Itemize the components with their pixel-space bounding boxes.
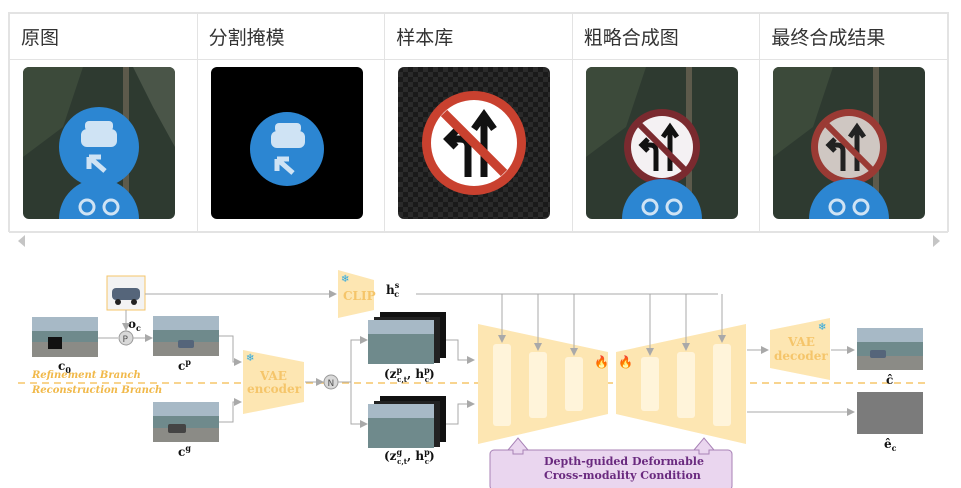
snowflake-icon: ❄ bbox=[341, 274, 349, 285]
condition-line1: Depth-guided Deformable bbox=[544, 455, 704, 468]
sample-image bbox=[398, 67, 551, 219]
pipeline-diagram: Refinement Branch Reconstruction Branch … bbox=[18, 262, 928, 488]
label-c0: c0 bbox=[58, 359, 71, 375]
snowflake-icon: ❄ bbox=[246, 353, 254, 364]
input-image-cg bbox=[153, 402, 219, 442]
header-sample-library: 样本库 bbox=[384, 13, 573, 60]
latent-stack-top bbox=[368, 312, 446, 364]
scroll-left-icon[interactable] bbox=[18, 235, 25, 247]
object-crop-image bbox=[106, 275, 146, 311]
condition-arrow-right bbox=[692, 437, 716, 455]
final-result-image bbox=[773, 67, 926, 219]
cell-mask bbox=[196, 59, 386, 233]
label-cp: cp bbox=[178, 357, 191, 373]
label-cg: cg bbox=[178, 443, 191, 459]
input-image-c0 bbox=[32, 317, 98, 357]
noise-operator-label: N bbox=[328, 379, 335, 389]
refinement-branch-label: Refinement Branch bbox=[31, 370, 141, 381]
condition-arrow-left bbox=[506, 437, 530, 455]
scroll-right-icon[interactable] bbox=[933, 235, 940, 247]
vae-encoder-line1: VAE bbox=[259, 369, 287, 383]
label-oc: oc bbox=[128, 317, 141, 333]
table-header-row: 原图 分割掩模 样本库 粗略合成图 最终合成结果 bbox=[9, 13, 948, 60]
condition-box bbox=[489, 449, 733, 488]
vae-decoder-line1: VAE bbox=[787, 335, 815, 349]
reconstruction-branch-label: Reconstruction Branch bbox=[31, 385, 162, 396]
output-noise-image bbox=[857, 392, 923, 434]
snowflake-icon: ❄ bbox=[818, 322, 826, 333]
label-chat: ĉ bbox=[886, 373, 893, 387]
fire-icon: 🔥 bbox=[594, 355, 609, 369]
output-image-chat bbox=[857, 328, 923, 370]
comparison-table: 原图 分割掩模 样本库 粗略合成图 最终合成结果 bbox=[8, 12, 949, 233]
original-image bbox=[23, 67, 175, 219]
label-epsilon-hat: êc bbox=[884, 437, 897, 453]
mask-image bbox=[210, 67, 363, 219]
header-final-result: 最终合成结果 bbox=[759, 13, 948, 60]
header-original: 原图 bbox=[9, 13, 198, 60]
vae-encoder bbox=[243, 350, 304, 414]
vae-decoder-line2: decoder bbox=[774, 349, 828, 363]
clip-encoder bbox=[338, 270, 374, 318]
header-mask: 分割掩模 bbox=[196, 13, 386, 60]
coarse-composite-image bbox=[585, 67, 738, 219]
cell-final-result bbox=[759, 59, 948, 233]
results-table: 原图 分割掩模 样本库 粗略合成图 最终合成结果 bbox=[9, 13, 948, 233]
fire-icon: 🔥 bbox=[618, 355, 633, 369]
input-image-cp bbox=[153, 316, 219, 356]
cell-original bbox=[9, 59, 198, 233]
vae-encoder-line2: encoder bbox=[247, 382, 302, 396]
table-image-row bbox=[9, 59, 948, 233]
paste-operator-label: P bbox=[123, 335, 129, 345]
condition-line2: Cross-modality Condition bbox=[544, 469, 701, 482]
clip-label: CLIP bbox=[343, 289, 376, 303]
latent-stack-bottom bbox=[368, 396, 446, 448]
vae-decoder bbox=[770, 318, 830, 380]
cell-coarse-composite bbox=[571, 59, 761, 233]
header-coarse-composite: 粗略合成图 bbox=[571, 13, 761, 60]
cell-sample-library bbox=[384, 59, 573, 233]
